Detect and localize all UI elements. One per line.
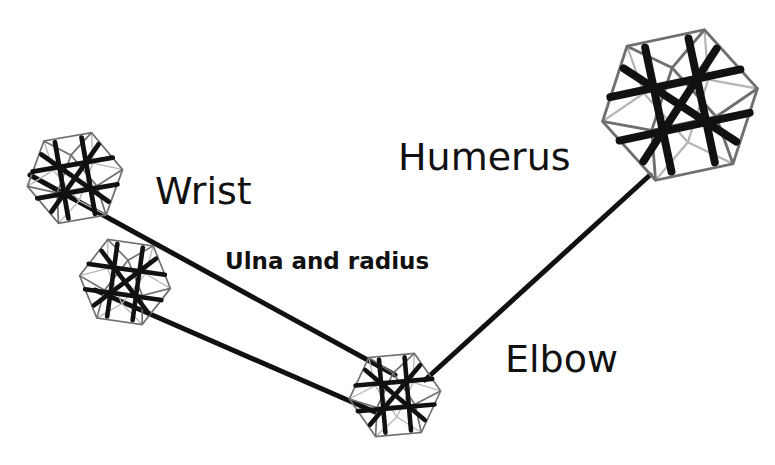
- part-label: Wrist: [155, 170, 252, 214]
- humerus-module: [588, 21, 771, 188]
- wrist-module: [74, 236, 176, 327]
- wrist-module: [20, 128, 130, 227]
- part-label: Ulna and radius: [222, 248, 432, 274]
- part-label: Elbow: [505, 338, 618, 382]
- part-label: Humerus: [398, 136, 571, 180]
- bone-struts: [30, 175, 650, 412]
- elbow-module: [346, 351, 444, 438]
